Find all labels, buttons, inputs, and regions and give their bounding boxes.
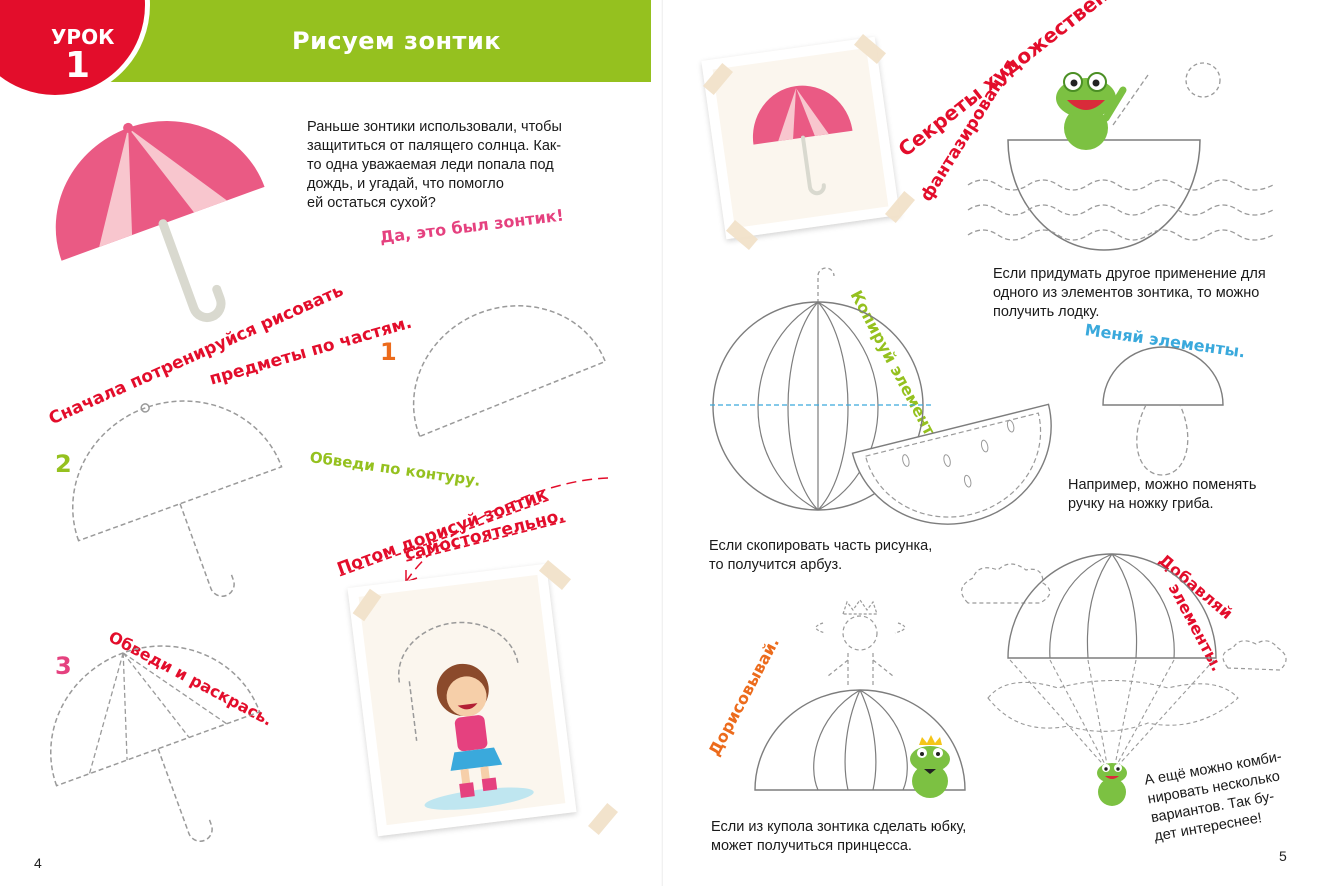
tape-strip	[587, 803, 619, 835]
princess-drawing	[754, 598, 966, 791]
intro-text: Раньше зонтики использовали, чтобы защит…	[307, 119, 562, 211]
girl-illustration	[398, 621, 534, 810]
parachute-drawing	[961, 553, 1287, 771]
page-number-left: 4	[34, 855, 42, 871]
watermelon-drawing	[710, 267, 1052, 525]
umbrella-photo-card	[701, 36, 900, 240]
girl-photo-card	[347, 563, 577, 837]
mushroom-drawing	[1102, 346, 1224, 476]
boat-text: Если придумать другое применение для одн…	[993, 266, 1266, 320]
step-1-number: 1	[380, 338, 397, 366]
lesson-number: 1	[65, 45, 91, 86]
step-2-umbrella-outline	[72, 400, 283, 597]
step-3-number: 3	[55, 652, 72, 680]
step-2-number: 2	[55, 450, 72, 478]
lesson-badge: УРОК 1	[0, 0, 150, 100]
boat-drawing	[967, 62, 1274, 251]
frog-icon	[1056, 72, 1127, 150]
page-number-right: 5	[1279, 848, 1287, 864]
frog-parachuting-icon	[1097, 763, 1127, 806]
lesson-label: УРОК	[51, 25, 115, 49]
left-page: Рисуем зонтик УРОК 1 Раньше зонтики испо…	[0, 0, 651, 871]
page-title: Рисуем зонтик	[292, 27, 502, 55]
mushroom-text: Например, можно поменять ручку на ножку …	[1068, 477, 1257, 512]
step-1-dome-outline	[412, 305, 607, 438]
umbrella-illustration	[55, 121, 265, 323]
princess-text: Если из купола зонтика сделать юбку, мож…	[711, 819, 967, 854]
watermelon-text: Если скопировать часть рисунка, то получ…	[709, 538, 933, 573]
step-3-umbrella-outline	[50, 645, 261, 842]
small-umbrella-icon	[752, 85, 853, 196]
frog-prince-icon	[910, 735, 950, 798]
right-page: Секреты художественного фантазирования Е…	[663, 0, 1326, 886]
